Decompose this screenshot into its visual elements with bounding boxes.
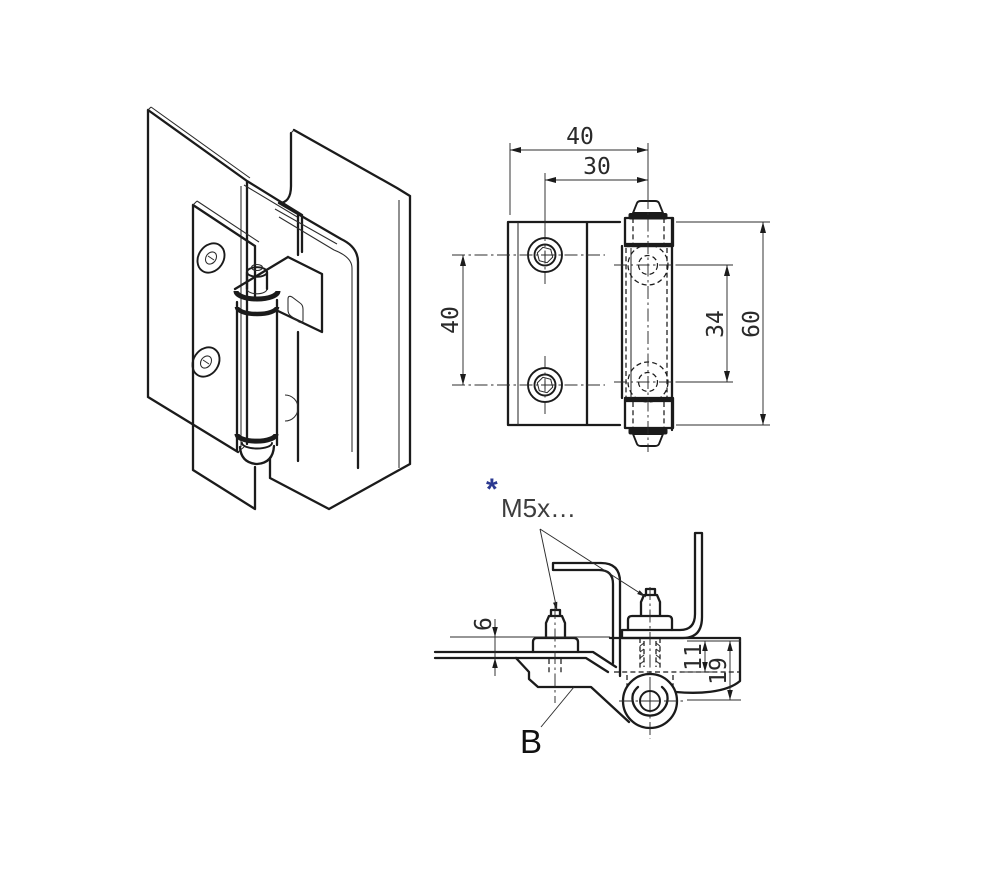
- front-plate-outline: [506, 216, 674, 432]
- thread-leader-lines: [539, 528, 647, 611]
- hinge-barrel: [233, 263, 281, 466]
- section-centerlines: [554, 587, 683, 739]
- leaf-screw-top: [196, 242, 226, 274]
- pin-head-bottom-arc: [246, 288, 268, 295]
- pin-washer-top: [628, 213, 668, 220]
- mounting-block-slot: [287, 295, 304, 324]
- dim-height-label: 60: [739, 310, 765, 338]
- dim-thread-depth-label: 11: [681, 643, 707, 671]
- front-sleeves-outline: [623, 216, 675, 430]
- hidden-bore-top-inner: [637, 254, 659, 276]
- screw-slot-icon: [202, 359, 210, 365]
- screw-socket-icon: [204, 251, 218, 265]
- footnote-asterisk: *: [486, 473, 498, 506]
- left-screw-section: [531, 608, 580, 654]
- counter-leaf-screw-arc: [284, 394, 299, 422]
- frame-profile-outline: [268, 128, 412, 511]
- barrel-bottom-ring: [234, 433, 279, 444]
- door-panel-thickness-lines: [147, 106, 300, 453]
- door-panel-outline: [146, 108, 304, 454]
- frame-profile-section: [620, 531, 704, 640]
- thread-size-label: M5x…: [501, 493, 576, 523]
- knuckle-clamp-arc: [631, 692, 669, 717]
- section-extension-lines: [450, 619, 741, 701]
- thread-hatch-lines: [639, 642, 661, 665]
- isometric-view: [146, 106, 412, 511]
- screw-socket-icon: [199, 355, 213, 369]
- barrel-top-ring: [234, 306, 280, 317]
- barrel-bottom-cap-arc: [241, 442, 273, 450]
- mounting-block-outline: [233, 255, 324, 334]
- section-hidden-lines: [548, 638, 739, 687]
- hinge-leaf-outline: [191, 203, 257, 511]
- pin-head-nub: [250, 263, 264, 272]
- hinge-leaf-thickness: [192, 200, 260, 243]
- front-centerlines: [452, 196, 690, 452]
- dim-width-inner-label: 30: [583, 154, 611, 180]
- pin-head-top: [246, 266, 268, 278]
- leaf-screw-bottom: [191, 346, 221, 378]
- screw-hex-icon: [536, 246, 554, 264]
- front-extension-lines: [462, 143, 770, 426]
- dim-screw-spacing-label: 40: [438, 306, 464, 334]
- dim-offset-label: 6: [471, 617, 497, 631]
- part-b-label: B: [520, 723, 542, 760]
- front-thin-edges: [517, 222, 632, 425]
- barrel-outline: [235, 270, 279, 466]
- dim-width-top-label: 40: [566, 124, 594, 150]
- part-b-leader-line: [540, 686, 575, 728]
- knuckle-clamp-hooks: [631, 685, 669, 696]
- front-dim-arrows: [460, 147, 766, 425]
- dim-pin-spacing-label: 34: [703, 310, 729, 338]
- screw-head-icon: [196, 242, 226, 274]
- dim-axis-distance-label: 19: [706, 657, 732, 685]
- sleeve-bands: [625, 242, 673, 403]
- pin-rivet-bottom: [631, 433, 665, 447]
- section-view: 6 11 19 * M5x… B: [433, 473, 742, 760]
- front-view: 40 30 40 34 60: [438, 124, 770, 452]
- door-sheet-section: [433, 650, 618, 674]
- frame-profile-inner-lines: [274, 129, 400, 468]
- screw-head-icon: [191, 346, 221, 378]
- front-hidden-lines: [625, 218, 668, 428]
- pin-washer-band: [233, 290, 281, 302]
- screw-hex-icon: [536, 376, 554, 394]
- screw-slot-icon: [207, 255, 215, 261]
- pin-rivet-top: [631, 200, 665, 214]
